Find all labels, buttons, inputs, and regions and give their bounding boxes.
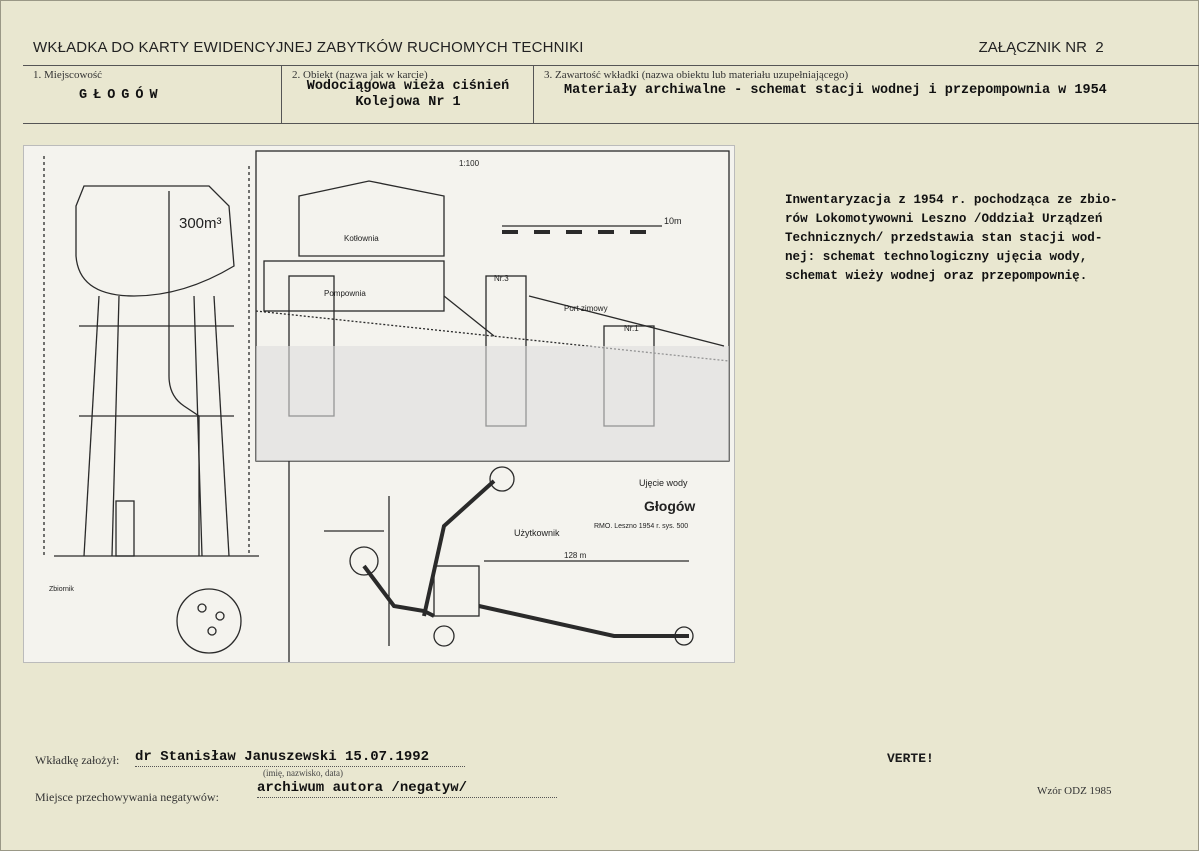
- field-object-value: Wodociągowa wieża ciśnień Kolejowa Nr 1: [294, 79, 522, 111]
- well-label: Nr.1: [624, 324, 639, 333]
- field-content-value: Materiały archiwalne - schemat stacji wo…: [564, 83, 1107, 98]
- scale-label: 1:100: [459, 159, 480, 168]
- created-by-label: Wkładkę założył:: [35, 753, 120, 767]
- well2-label: Nr.3: [494, 274, 509, 283]
- city-label: Głogów: [644, 498, 695, 514]
- water-intake-label: Ujęcie wody: [639, 478, 688, 488]
- negative-location-value: archiwum autora /negatyw/: [257, 780, 557, 798]
- field-content-label: 3. Zawartość wkładki (nazwa obiektu lub …: [544, 69, 849, 81]
- description-line: schemat wieży wodnej oraz przepompownię.: [785, 269, 1088, 283]
- card-title: WKŁADKA DO KARTY EWIDENCYJNEJ ZABYTKÓW R…: [33, 39, 584, 56]
- attachment-number: ZAŁĄCZNIK NR 2: [979, 39, 1104, 57]
- description-line: nej: schemat technologiczny ujęcia wody,: [785, 250, 1088, 264]
- form-template-id: Wzór ODZ 1985: [1037, 785, 1112, 797]
- source-label: RMO. Leszno 1954 r. sys. 500: [594, 523, 688, 530]
- field-place: 1. Miejscowość GŁOGÓW: [23, 66, 281, 123]
- description-line: Inwentaryzacja z 1954 r. pochodząca ze z…: [785, 193, 1118, 207]
- attachment-value: 2: [1094, 40, 1104, 57]
- water-tower-elevation: [43, 156, 259, 654]
- usage-label: Użytkownik: [514, 528, 560, 538]
- archival-drawing: 300m³ Kotłownia Pompownia 1:100 10m Port…: [23, 145, 735, 663]
- description-text: Inwentaryzacja z 1954 r. pochodząca ze z…: [785, 191, 1165, 286]
- field-object-label: 2. Obiekt (nazwa jak w karcie): [292, 69, 428, 81]
- pump-house-section: [255, 150, 730, 462]
- verte-note: VERTE!: [887, 751, 934, 766]
- negative-location-label: Miejsce przechowywania negatywów:: [35, 790, 219, 804]
- field-content: 3. Zawartość wkładki (nazwa obiektu lub …: [533, 66, 1199, 123]
- field-place-value: GŁOGÓW: [79, 88, 164, 103]
- field-object-line1: Wodociągowa wieża ciśnień: [306, 79, 510, 94]
- field-object: 2. Obiekt (nazwa jak w karcie) Wodociągo…: [281, 66, 534, 123]
- header-fields: 1. Miejscowość GŁOGÓW 2. Obiekt (nazwa j…: [23, 65, 1199, 124]
- scale-max-label: 10m: [664, 216, 682, 226]
- boiler-label: Kotłownia: [344, 234, 379, 243]
- winter-port-label: Port zimowy: [564, 304, 608, 313]
- created-by-hint: (imię, nazwisko, data): [263, 768, 343, 778]
- created-by-value: dr Stanisław Januszewski 15.07.1992: [135, 749, 465, 767]
- field-place-label: 1. Miejscowość: [33, 69, 103, 81]
- technical-drawing-svg: 300m³ Kotłownia Pompownia 1:100 10m Port…: [43, 150, 730, 662]
- attachment-label: ZAŁĄCZNIK NR: [978, 39, 1087, 56]
- pipe-length-label: 128 m: [564, 551, 587, 560]
- cistern-label: Zbiornik: [49, 586, 74, 593]
- site-plan: [288, 461, 694, 662]
- tank-volume-label: 300m³: [179, 215, 222, 232]
- description-line: Technicznych/ przedstawia stan stacji wo…: [785, 231, 1103, 245]
- description-line: rów Lokomotywowni Leszno /Oddział Urządz…: [785, 212, 1103, 226]
- pump-house-label: Pompownia: [324, 289, 366, 298]
- field-object-line2: Kolejowa Nr 1: [355, 95, 461, 110]
